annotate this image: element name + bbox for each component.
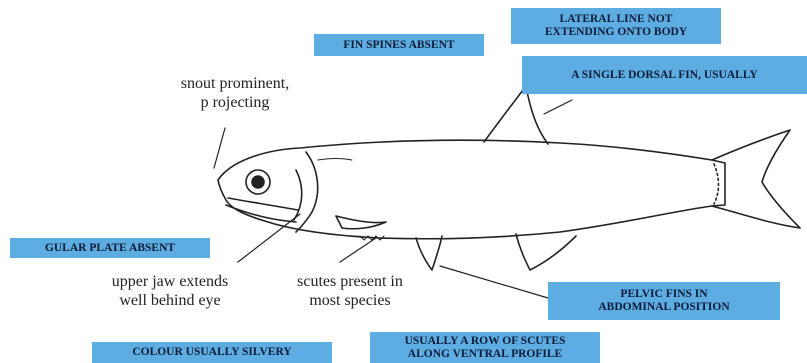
single-dorsal-fin-box: A SINGLE DORSAL FIN, USUALLY [522,56,807,94]
upper-jaw-pointer [238,214,300,262]
eye-pupil [252,176,264,188]
pelvic-fin [416,236,442,270]
fish-body-outline [218,140,725,238]
snout-label: snout prominent, p rojecting [160,74,310,112]
pelvic-fins-box: PELVIC FINS IN ABDOMINAL POSITION [548,282,780,320]
lateral-line [318,159,352,161]
pelvic-pointer [440,266,548,298]
upper-jaw [228,198,298,210]
colour-silvery-box: COLOUR USUALLY SILVERY [92,342,332,363]
anal-fin [516,234,576,270]
dorsal-pointer [544,100,572,114]
gular-plate-absent-box: GULAR PLATE ABSENT [10,238,210,258]
operculum-line [294,170,302,220]
scutes-row-box: USUALLY A ROW OF SCUTES ALONG VENTRAL PR… [370,332,600,363]
scutes-pointer [340,238,376,262]
scutes-present-label: scutes present in most species [260,272,440,310]
fin-spines-absent-box: FIN SPINES ABSENT [314,34,484,56]
snout-pointer [214,128,225,168]
caudal-junction [714,164,719,204]
gill-cover-line [296,152,318,232]
upper-jaw-label: upper jaw extends well behind eye [80,272,260,310]
pectoral-fin [336,216,386,229]
lateral-line-box: LATERAL LINE NOT EXTENDING ONTO BODY [511,8,721,44]
dorsal-fin [484,86,548,144]
